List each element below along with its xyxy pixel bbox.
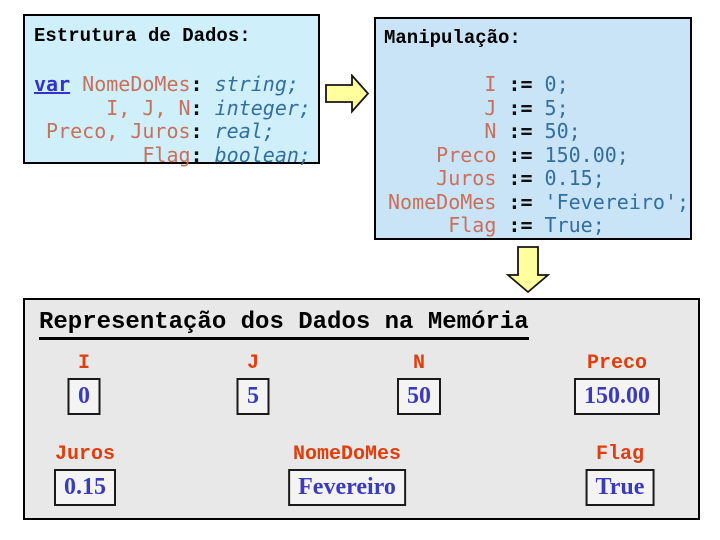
- memory-value-box: 5: [236, 378, 270, 415]
- manipulacao-title: Manipulação:: [384, 27, 521, 49]
- type-name: string;: [202, 72, 299, 96]
- memory-cell-nomedomes: NomeDoMes Fevereiro: [288, 443, 406, 506]
- colon-separator: :: [190, 119, 203, 143]
- type-name: boolean;: [202, 142, 311, 167]
- memory-cell-flag: Flag True: [585, 443, 655, 506]
- type-name: real;: [202, 119, 275, 143]
- colon-separator: :: [190, 72, 203, 96]
- var-keyword: var: [34, 72, 71, 96]
- memory-label: Preco: [586, 352, 647, 375]
- variable-names: NomeDoMes: [70, 72, 191, 96]
- estrutura-code-block: var NomeDoMes: string; I, J, N: integer;…: [34, 72, 311, 167]
- memory-value-box: 0: [67, 378, 101, 415]
- memory-cell-juros: Juros 0.15: [54, 443, 116, 506]
- variable-name: N: [388, 119, 497, 143]
- assign-operator: :=: [496, 166, 545, 190]
- arrow-down-icon: [506, 246, 550, 294]
- assigned-value: 0;: [544, 72, 569, 96]
- colon-separator: :: [190, 95, 203, 120]
- memory-label: NomeDoMes: [292, 443, 402, 466]
- memory-label: Flag: [595, 443, 645, 466]
- assign-operator: :=: [496, 72, 545, 96]
- manipulacao-panel: Manipulação: I := 0; J := 5; N := 50; Pr…: [374, 17, 692, 240]
- type-name: integer;: [202, 95, 311, 120]
- memory-value-box: 150.00: [574, 378, 660, 415]
- memory-value-box: 0.15: [54, 469, 116, 506]
- memory-cell-j: J 5: [236, 352, 270, 415]
- memory-value-box: True: [585, 469, 655, 506]
- memory-label: I: [77, 352, 90, 375]
- memory-value-box: 50: [397, 378, 441, 415]
- memoria-title: Representação dos Dados na Memória: [39, 309, 529, 340]
- variable-names: Preco, Juros: [34, 119, 191, 143]
- memory-label: N: [412, 352, 425, 375]
- variable-name: I: [388, 72, 497, 96]
- manipulacao-code-block: I := 0; J := 5; N := 50; Preco := 150.00…: [388, 72, 690, 238]
- assigned-value: True;: [544, 213, 605, 237]
- variable-names: Flag: [34, 142, 191, 167]
- code-line: var NomeDoMes: string; I, J, N: integer;…: [34, 72, 311, 167]
- arrow-right-icon: [325, 74, 370, 114]
- assign-operator: :=: [496, 213, 545, 237]
- assigned-value: 150.00;: [544, 142, 629, 167]
- variable-name: NomeDoMes: [388, 189, 497, 214]
- variable-name: J: [388, 95, 497, 120]
- memoria-panel: Representação dos Dados na Memória I 0 J…: [23, 298, 700, 520]
- memory-cell-i: I 0: [67, 352, 101, 415]
- assigned-value: 50;: [544, 119, 581, 143]
- estrutura-title: Estrutura de Dados:: [34, 25, 251, 47]
- colon-separator: :: [190, 142, 203, 167]
- assigned-value: 0.15;: [544, 166, 605, 190]
- memory-label: J: [246, 352, 259, 375]
- memory-label: Juros: [54, 443, 115, 466]
- variable-name: Flag: [388, 213, 497, 237]
- variable-name: Juros: [388, 166, 497, 190]
- variable-name: Preco: [388, 142, 497, 167]
- assigned-value: 5;: [544, 95, 569, 120]
- assign-operator: :=: [496, 119, 545, 143]
- memory-cell-n: N 50: [397, 352, 441, 415]
- variable-names: I, J, N: [34, 95, 191, 120]
- assign-operator: :=: [496, 189, 545, 214]
- memory-cell-preco: Preco 150.00: [574, 352, 660, 415]
- assign-operator: :=: [496, 95, 545, 120]
- memory-value-box: Fevereiro: [288, 469, 406, 506]
- assigned-value: 'Fevereiro';: [544, 189, 690, 214]
- estrutura-de-dados-panel: Estrutura de Dados: var NomeDoMes: strin…: [23, 14, 320, 167]
- assign-operator: :=: [496, 142, 545, 167]
